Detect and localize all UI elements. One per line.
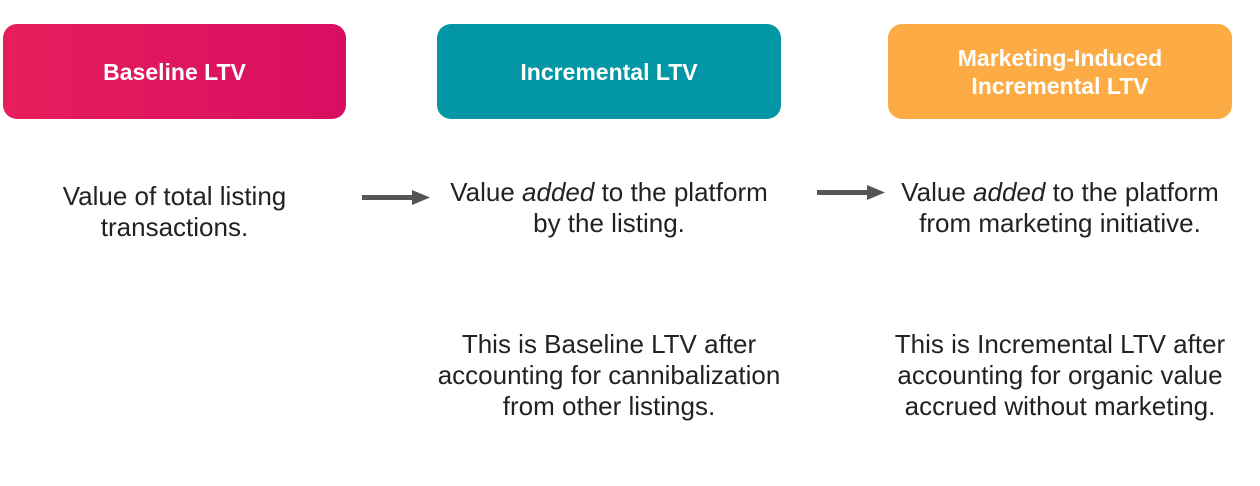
marketing-induced-ltv-box: Marketing-Induced Incremental LTV — [888, 24, 1232, 119]
baseline-ltv-box: Baseline LTV — [3, 24, 346, 119]
incremental-ltv-description: Value added to the platform by the listi… — [437, 177, 781, 239]
marketing-desc-post: to the platform from marketing initiativ… — [919, 177, 1219, 238]
incremental-desc-pre: Value — [450, 177, 523, 207]
baseline-desc-text: Value of total listing transactions. — [62, 181, 287, 242]
incremental-ltv-note: This is Baseline LTV after accounting fo… — [437, 329, 781, 421]
incremental-ltv-title: Incremental LTV — [520, 58, 698, 85]
right-arrow-icon — [817, 185, 885, 200]
right-arrow-icon — [362, 190, 430, 205]
baseline-ltv-description: Value of total listing transactions. — [3, 181, 346, 243]
marketing-desc-emphasis: added — [973, 177, 1046, 207]
marketing-induced-ltv-description: Value added to the platform from marketi… — [888, 177, 1232, 239]
marketing-desc-pre: Value — [901, 177, 974, 207]
marketing-induced-ltv-note: This is Incremental LTV after accounting… — [894, 329, 1226, 421]
incremental-desc-post: to the platform by the listing. — [533, 177, 768, 238]
incremental-desc-emphasis: added — [522, 177, 595, 207]
marketing-induced-ltv-title: Marketing-Induced Incremental LTV — [957, 44, 1163, 99]
incremental-ltv-box: Incremental LTV — [437, 24, 781, 119]
baseline-ltv-title: Baseline LTV — [103, 58, 246, 85]
